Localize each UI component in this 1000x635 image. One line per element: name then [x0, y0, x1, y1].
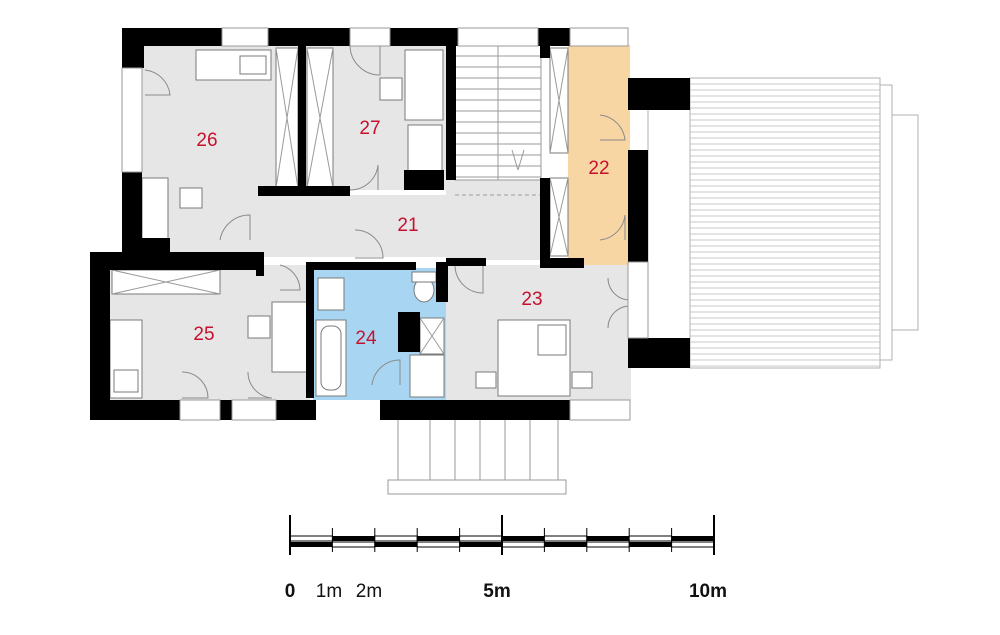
room-26-label: 26 [196, 130, 217, 151]
room-labels: 26 27 21 22 25 24 23 [193, 118, 609, 349]
scale-segment [374, 542, 418, 547]
doors [144, 44, 631, 399]
scale-label-5m: 5m [483, 581, 510, 602]
room-22-label: 22 [588, 158, 609, 179]
scale-label-1m: 1m [316, 581, 342, 602]
furniture [109, 47, 593, 399]
scale-segment [671, 536, 714, 541]
scale-label-0: 0 [285, 581, 296, 602]
scale-segment [417, 536, 460, 541]
scale-label-10m: 10m [689, 581, 727, 602]
room-21-label: 21 [397, 215, 418, 236]
scale-label-2m: 2m [356, 581, 382, 602]
staircase [454, 44, 548, 196]
balcony [647, 77, 919, 369]
entrance-steps [387, 411, 567, 495]
scale-segment [502, 536, 545, 541]
room-23-label: 23 [521, 289, 542, 310]
scale-segment [459, 542, 502, 547]
windows [121, 27, 649, 421]
scale-bar: 0 1m 2m 5m 10m [285, 515, 727, 602]
scale-segment [544, 542, 587, 547]
scale-segment [290, 542, 333, 547]
room-27-label: 27 [359, 118, 380, 139]
walls [90, 28, 690, 420]
stair-landing-floor [446, 180, 548, 260]
scale-segment [332, 536, 375, 541]
scale-segment [586, 536, 630, 541]
room-22-floor [568, 45, 630, 270]
room-25-label: 25 [193, 324, 214, 345]
room-24-label: 24 [355, 328, 377, 349]
scale-segment [629, 542, 672, 547]
